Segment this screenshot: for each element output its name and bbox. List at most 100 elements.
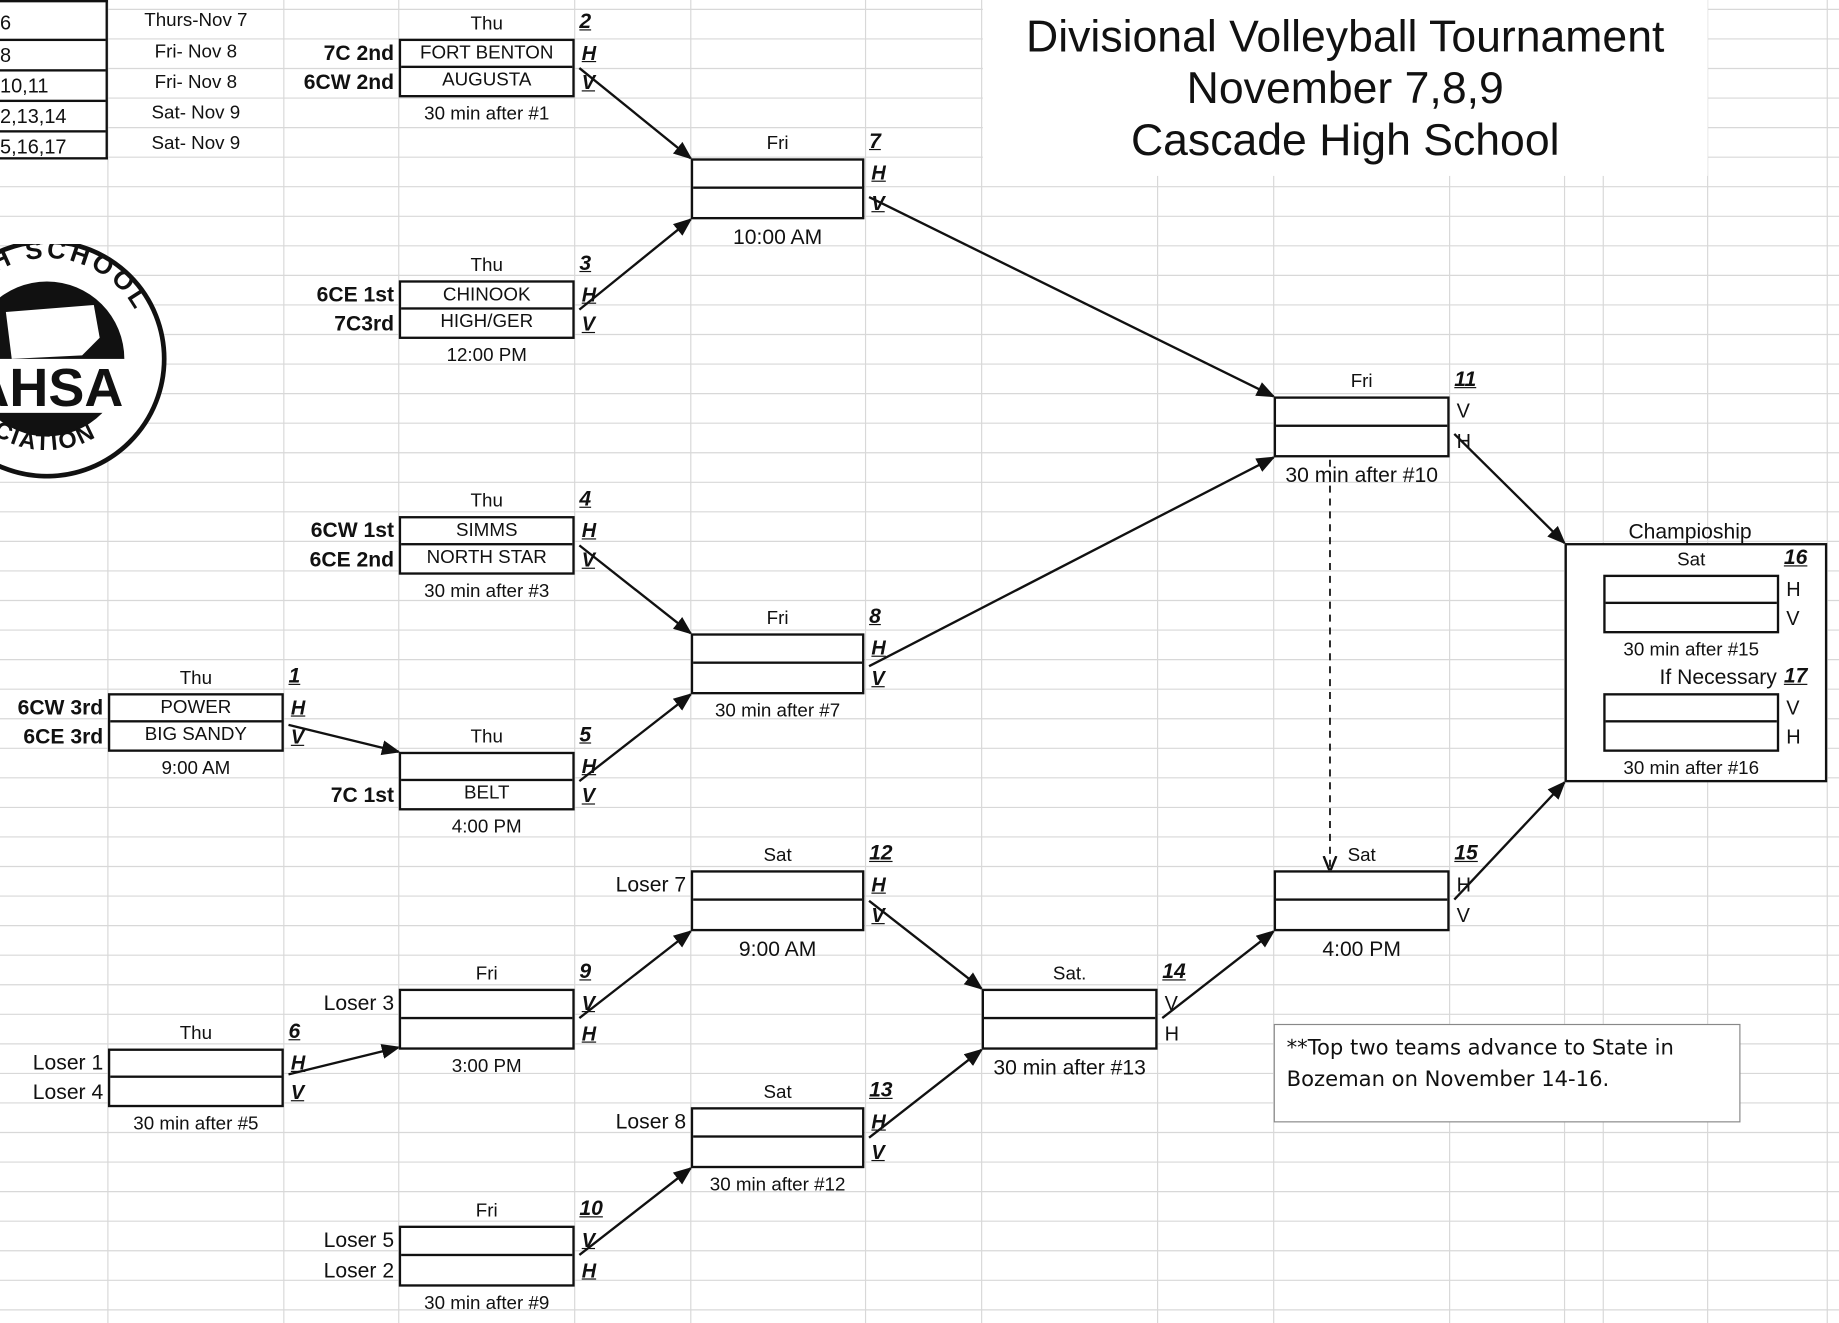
game-16-box xyxy=(1603,574,1780,634)
game-number: 14 xyxy=(1162,959,1186,983)
team-slot-top xyxy=(693,636,863,664)
team-slot-bottom: BIG SANDY xyxy=(144,724,247,745)
home-visitor-mark: V xyxy=(1456,904,1470,927)
home-visitor-mark: H xyxy=(581,283,597,307)
team-slot-top xyxy=(401,991,573,1020)
home-visitor-mark: V xyxy=(1786,607,1800,630)
team-slot-bottom: NORTH STAR xyxy=(426,547,547,568)
game-6-box xyxy=(107,1048,284,1108)
advance-arrow xyxy=(578,930,693,1019)
seed-label: 6CE 3rd xyxy=(23,724,104,749)
advance-arrow xyxy=(868,1048,984,1139)
home-visitor-mark: H xyxy=(581,1022,597,1046)
table-row: 8 xyxy=(0,38,106,72)
seed-label: Loser 5 xyxy=(323,1227,395,1252)
game-day: Thu xyxy=(470,14,503,35)
game-day: Fri xyxy=(766,133,789,154)
advance-arrow xyxy=(288,723,401,756)
home-visitor-mark: V xyxy=(1786,696,1800,719)
advance-arrow xyxy=(1453,780,1566,901)
seed-label: 6CW 2nd xyxy=(303,70,395,94)
game-number: 15 xyxy=(1454,840,1478,865)
day-cell: Fri- Nov 8 xyxy=(154,72,238,93)
team-slot-top: FORT BENTON xyxy=(401,41,573,69)
team-slot-bottom xyxy=(693,1138,862,1166)
team-slot-bottom xyxy=(401,1256,572,1284)
home-visitor-mark: V xyxy=(290,1081,305,1104)
game-time: 12:00 PM xyxy=(446,345,527,366)
team-slot-top xyxy=(110,1051,282,1078)
game-day: Thu xyxy=(179,668,213,689)
game-day: Fri xyxy=(475,964,498,985)
advance-arrow xyxy=(578,693,693,783)
game-day: Fri xyxy=(1350,371,1373,392)
game-day: Fri xyxy=(766,608,789,629)
home-visitor-mark: V xyxy=(290,726,305,749)
game-day: Thu xyxy=(470,255,503,276)
advance-arrow xyxy=(1453,433,1566,545)
home-visitor-mark: H xyxy=(290,1052,306,1075)
team-slot-top xyxy=(984,991,1156,1020)
seed-label: Loser 8 xyxy=(615,1109,687,1133)
team-slot-bottom xyxy=(401,1019,572,1047)
advance-arrow xyxy=(1161,930,1276,1019)
day-cell: Fri- Nov 8 xyxy=(154,42,238,63)
game-time: 30 min after #13 xyxy=(993,1055,1146,1080)
day-cell: Thurs-Nov 7 xyxy=(144,10,248,31)
table-row: 5,16,17 xyxy=(0,130,106,163)
advance-note: **Top two teams advance to State in Boze… xyxy=(1273,1023,1741,1123)
game-day: Sat xyxy=(763,845,792,866)
seed-label: 6CE 2nd xyxy=(309,547,395,572)
home-visitor-mark: H xyxy=(871,1110,886,1133)
advance-arrow xyxy=(578,1167,693,1256)
seed-label: 6CW 3rd xyxy=(17,695,104,719)
team-slot-bottom: AUGUSTA xyxy=(442,70,532,91)
game-day: Thu xyxy=(470,727,503,748)
game-number: 11 xyxy=(1454,367,1477,391)
home-visitor-mark: V xyxy=(581,1229,596,1252)
seed-label: 6CE 1st xyxy=(316,282,395,307)
home-visitor-mark: H xyxy=(581,42,597,65)
seed-label: Loser 4 xyxy=(32,1080,104,1104)
game-number: 4 xyxy=(579,486,592,511)
game-time: 30 min after #5 xyxy=(133,1114,259,1135)
day-cell: Sat- Nov 9 xyxy=(151,133,241,154)
home-visitor-mark: V xyxy=(581,71,596,94)
game-9-box xyxy=(398,988,575,1050)
title-line-2: November 7,8,9 xyxy=(1186,64,1504,114)
home-visitor-mark: H xyxy=(1786,578,1801,601)
team-slot-bottom: HIGH/GER xyxy=(440,311,534,332)
game-day: Sat. xyxy=(1052,964,1087,985)
home-visitor-mark: H xyxy=(1456,430,1472,453)
advance-arrow xyxy=(868,456,1276,668)
home-visitor-mark: V xyxy=(581,313,596,336)
game-day: Fri xyxy=(475,1201,498,1221)
home-visitor-mark: V xyxy=(581,784,596,807)
team-slot-top: SIMMS xyxy=(401,518,573,546)
team-slot-bottom xyxy=(693,189,862,217)
home-visitor-mark: H xyxy=(871,161,886,185)
team-slot-bottom: BELT xyxy=(463,783,510,804)
game-time: 30 min after #12 xyxy=(709,1175,846,1196)
game-number: 9 xyxy=(579,959,592,983)
game-time: 30 min after #10 xyxy=(1285,463,1438,487)
game-time: 9:00 AM xyxy=(738,937,817,961)
team-slot-top xyxy=(1276,399,1448,427)
game-15-box xyxy=(1273,870,1450,932)
table-row: 2,13,14 xyxy=(0,99,106,133)
game-time: 30 min after #1 xyxy=(424,104,550,125)
team-slot-top xyxy=(693,161,863,189)
game-11-box xyxy=(1273,396,1450,458)
game-number: 13 xyxy=(869,1077,893,1102)
game-5-box: BELT xyxy=(398,751,575,811)
game-number: 10 xyxy=(579,1196,603,1220)
home-visitor-mark: H xyxy=(871,636,886,660)
home-visitor-mark: V xyxy=(1456,399,1470,423)
game-day: Thu xyxy=(179,1023,213,1044)
game-time: 30 min after #7 xyxy=(714,701,841,722)
